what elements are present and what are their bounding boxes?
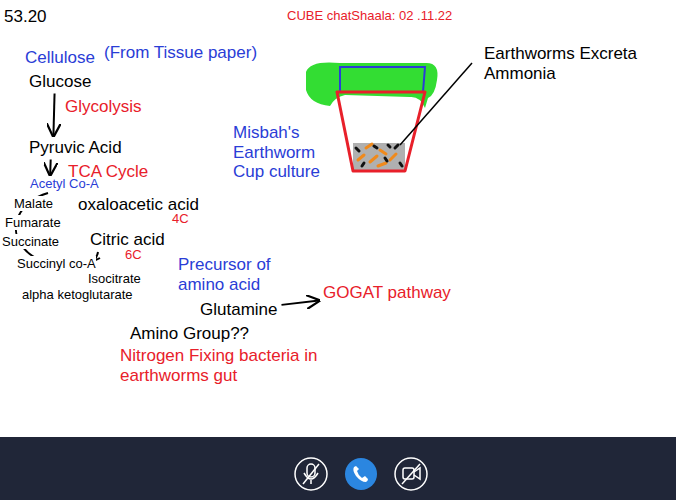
label-text: Precursor of amino acid — [178, 255, 271, 294]
label-text: Glycolysis — [65, 97, 142, 116]
pathway-node: Pyruvic Acid — [27, 138, 124, 158]
note-label: Precursor of amino acid — [178, 255, 293, 294]
intermediate-label: Fumarate — [5, 216, 61, 231]
label-text: Nitrogen Fixing bacteria in earthworms g… — [120, 346, 317, 385]
label-text: Succinate — [2, 234, 59, 249]
pathway-node: Glutamine — [198, 300, 279, 320]
reaction-arrow — [281, 301, 319, 305]
note-label: Nitrogen Fixing bacteria in earthworms g… — [120, 346, 325, 385]
label-text: Misbah's Earthworm Cup culture — [233, 123, 320, 181]
pathway-node: Glucose — [27, 72, 93, 92]
carbon-count: 4C — [172, 212, 189, 227]
node-text: Pyruvic Acid — [29, 138, 122, 157]
earthworm-cup — [306, 62, 472, 171]
carbon-count: 6C — [125, 248, 142, 263]
node-text: Glucose — [29, 72, 91, 91]
intermediate-label: Succinyl co-A — [17, 257, 96, 272]
callout-label: Earthworms Excreta Ammonia — [484, 44, 662, 83]
intermediate-label: Isocitrate — [88, 272, 141, 287]
label-text: Earthworms Excreta Ammonia — [484, 44, 637, 83]
label-text: 53.20 — [4, 7, 47, 26]
label-text: Isocitrate — [88, 271, 141, 286]
substrate-label: Cellulose — [25, 48, 95, 68]
label-text: CUBE chatShaala: 02 .11.22 — [287, 8, 452, 23]
intermediate-label: Citric acid — [90, 230, 165, 250]
pathway-label: TCA Cycle — [68, 162, 148, 182]
label-text: 4C — [172, 211, 189, 226]
label-text: alpha ketoglutarate — [22, 287, 133, 302]
label-text: Succinyl co-A — [17, 256, 96, 271]
session-title: CUBE chatShaala: 02 .11.22 — [287, 9, 452, 24]
intermediate-label: alpha ketoglutarate — [22, 288, 133, 303]
question-label: Amino Group?? — [130, 324, 249, 344]
label-text: Citric acid — [90, 230, 165, 249]
label-text: (From Tissue paper) — [104, 43, 257, 62]
call-control-bar — [0, 437, 676, 500]
source-note: (From Tissue paper) — [104, 43, 257, 63]
intermediate-label: Succinate — [2, 235, 59, 250]
pathway-node: GOGAT pathway — [321, 283, 453, 303]
label-text: Fumarate — [5, 215, 61, 230]
node-text: GOGAT pathway — [323, 283, 451, 302]
timestamp: 53.20 — [4, 7, 47, 27]
label-text: Amino Group?? — [130, 324, 249, 343]
label-text: Cellulose — [25, 48, 95, 67]
intermediate-label: Malate — [14, 197, 53, 212]
label-text: Malate — [14, 196, 53, 211]
node-text: Glutamine — [200, 300, 277, 319]
pathway-label: Glycolysis — [65, 97, 142, 117]
reaction-arrow — [49, 160, 52, 175]
label-text: TCA Cycle — [68, 162, 148, 181]
label-text: 6C — [125, 247, 142, 262]
reaction-arrow — [53, 94, 54, 136]
culture-label: Misbah's Earthworm Cup culture — [233, 123, 338, 182]
